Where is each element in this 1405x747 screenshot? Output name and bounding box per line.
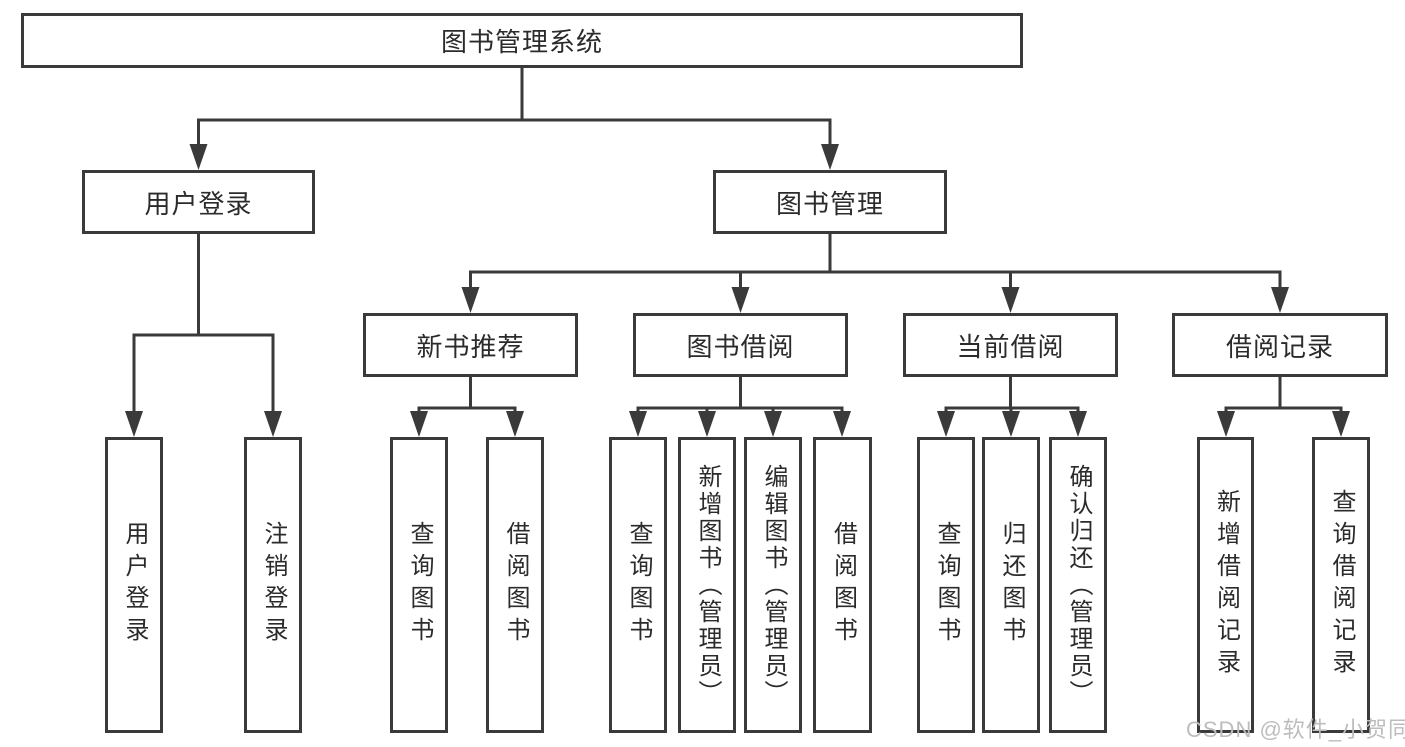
node-label: 新书推荐 <box>416 331 525 362</box>
node-label: 新增图书︵管理员︶ <box>694 463 721 707</box>
node-label: 图书借阅 <box>686 331 795 362</box>
node-label: 注销登录 <box>260 521 287 649</box>
node-label: 归还图书 <box>998 521 1025 649</box>
leaf-add-borrow-record: 新增借阅记录 <box>1197 437 1254 733</box>
node-label: 借阅记录 <box>1225 331 1334 362</box>
leaf-borrow-books: 借阅图书 <box>813 437 872 733</box>
leaf-query-books-current: 查询图书 <box>917 437 975 733</box>
node-borrow-records: 借阅记录 <box>1172 313 1388 377</box>
node-label: 借阅图书 <box>829 521 857 649</box>
node-label: 用户登录 <box>144 188 253 219</box>
node-current-borrow: 当前借阅 <box>903 313 1118 377</box>
leaf-logout: 注销登录 <box>244 437 302 733</box>
node-book-management: 图书管理 <box>713 170 947 234</box>
node-user-login: 用户登录 <box>82 170 315 234</box>
node-label: 查询图书 <box>625 521 652 649</box>
leaf-add-book-admin: 新增图书︵管理员︶ <box>678 437 736 733</box>
leaf-edit-book-admin: 编辑图书︵管理员︶ <box>744 437 802 733</box>
leaf-query-borrow-record: 查询借阅记录 <box>1312 437 1370 733</box>
leaf-return-book: 归还图书 <box>982 437 1040 733</box>
node-label: 新增借阅记录 <box>1212 489 1240 681</box>
leaf-user-login: 用户登录 <box>105 437 163 733</box>
leaf-confirm-return-admin: 确认归还︵管理员︶ <box>1049 437 1107 733</box>
leaf-borrow-books-recommend: 借阅图书 <box>486 437 544 733</box>
watermark: CSDN @软件_小贺同学 <box>1186 717 1405 742</box>
node-new-book-recommend: 新书推荐 <box>363 313 578 377</box>
node-label: 当前借阅 <box>956 331 1065 362</box>
arrow-heads <box>125 144 1350 437</box>
node-label: 编辑图书︵管理员︶ <box>760 463 787 707</box>
node-label: 用户登录 <box>121 521 148 649</box>
node-label: 图书管理系统 <box>440 27 603 57</box>
node-label: 确认归还︵管理员︶ <box>1065 463 1092 707</box>
node-library-system: 图书管理系统 <box>21 13 1023 68</box>
leaf-query-books-recommend: 查询图书 <box>390 437 448 733</box>
node-label: 查询图书 <box>933 521 960 649</box>
node-label: 借阅图书 <box>502 521 529 649</box>
node-label: 查询图书 <box>406 521 433 649</box>
node-book-borrow: 图书借阅 <box>633 313 848 377</box>
leaf-query-books-borrow: 查询图书 <box>609 437 667 733</box>
node-label: 图书管理 <box>775 188 884 219</box>
node-label: 查询借阅记录 <box>1328 489 1355 681</box>
